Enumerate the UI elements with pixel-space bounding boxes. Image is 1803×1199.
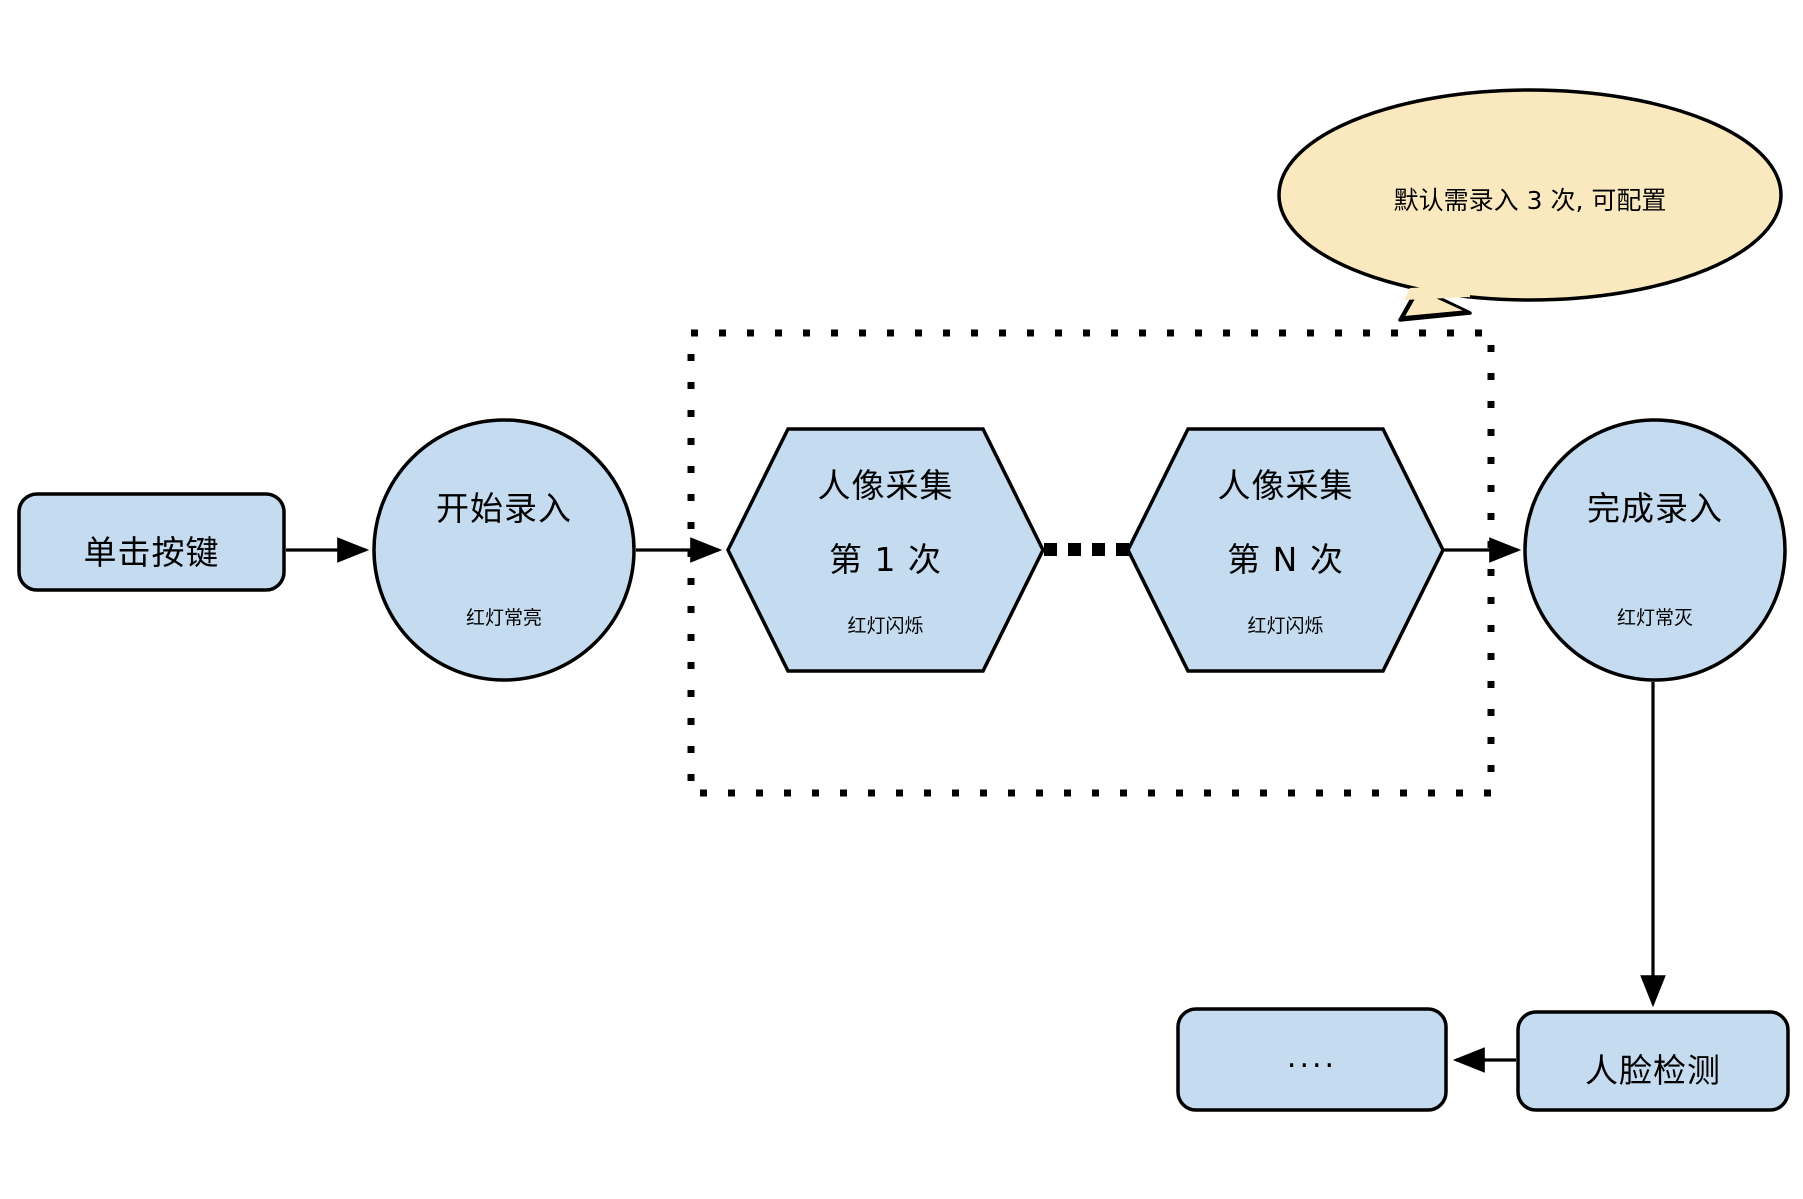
node-start-enroll-shape[interactable] (372, 418, 636, 682)
callout-bubble-shape (1277, 88, 1783, 322)
node-capture-first-shape[interactable] (726, 427, 1045, 673)
node-face-detect-shape[interactable] (1516, 1010, 1790, 1112)
node-more-steps-shape[interactable] (1176, 1007, 1448, 1112)
hexagon-ellipsis-dots (1044, 543, 1129, 556)
node-capture-nth-shape[interactable] (1126, 427, 1445, 673)
node-click-button-shape[interactable] (17, 492, 286, 592)
node-finish-enroll-shape[interactable] (1523, 418, 1787, 682)
